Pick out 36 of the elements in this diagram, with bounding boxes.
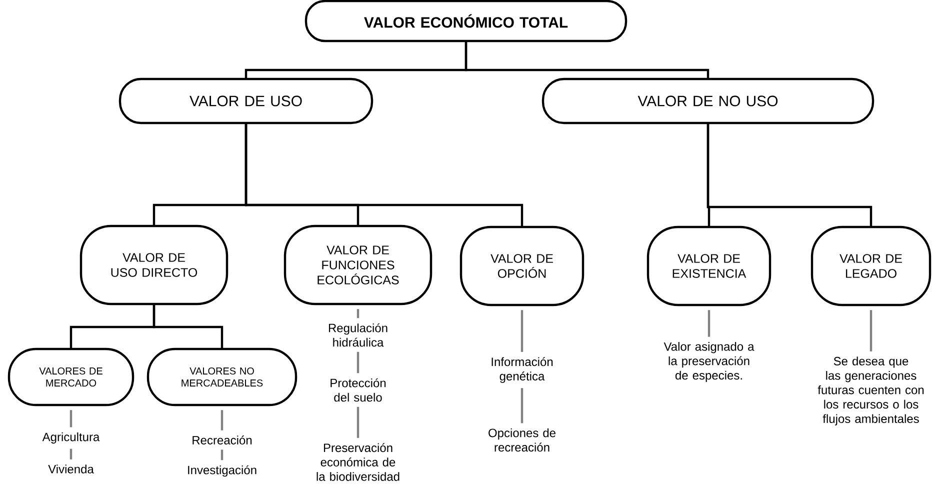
category-box: VALORES NO MERCADEABLES bbox=[146, 348, 298, 406]
item-text: Opciones de recreación bbox=[488, 428, 556, 452]
item-text: Vivienda bbox=[48, 464, 94, 474]
connector-line bbox=[356, 352, 360, 374]
category-box: VALOR DE FUNCIONES ECOLÓGICAS bbox=[284, 224, 432, 306]
item-text: Se desea que las generaciones futuras cuenten con los recursos o los flujos ambientales bbox=[818, 356, 924, 426]
connector-line bbox=[520, 310, 524, 352]
connector-line bbox=[220, 450, 224, 460]
category-box: VALORES DE MERCADO bbox=[8, 348, 134, 406]
item-text: Recreación bbox=[192, 436, 252, 444]
connector-line bbox=[152, 304, 224, 349]
category-box: VALOR DE EXISTENCIA bbox=[646, 226, 772, 306]
connector-line bbox=[70, 448, 72, 460]
connector-line bbox=[356, 309, 360, 318]
item-text: Información genética bbox=[492, 357, 553, 383]
connector-line bbox=[520, 388, 524, 424]
item-text: Investigación bbox=[188, 465, 256, 477]
connector-line bbox=[464, 41, 710, 79]
connector-line bbox=[244, 123, 524, 227]
category-box: VALOR DE USO bbox=[118, 78, 374, 124]
item-text: Preservación económica de la biodiversidad bbox=[316, 443, 400, 481]
connector-line bbox=[356, 406, 360, 438]
item-text: Valor asignado a la preservación de especies. bbox=[664, 342, 754, 382]
connector-line bbox=[220, 410, 224, 430]
category-box: VALOR DE NO USO bbox=[542, 78, 874, 124]
connector-line bbox=[70, 410, 72, 428]
connector-line bbox=[706, 123, 872, 227]
connector-line bbox=[708, 310, 710, 337]
title-box: VALOR ECONÓMICO TOTAL bbox=[304, 0, 628, 42]
category-box: VALOR DE LEGADO bbox=[810, 226, 932, 306]
item-text: Protección del suelo bbox=[330, 378, 386, 402]
item-text: Regulación hidráulica bbox=[328, 323, 388, 347]
item-text: Agricultura bbox=[42, 432, 100, 444]
category-box: VALOR DE USO DIRECTO bbox=[80, 224, 228, 306]
category-box: VALOR DE OPCIÓN bbox=[460, 226, 584, 306]
connector-line bbox=[870, 310, 872, 352]
